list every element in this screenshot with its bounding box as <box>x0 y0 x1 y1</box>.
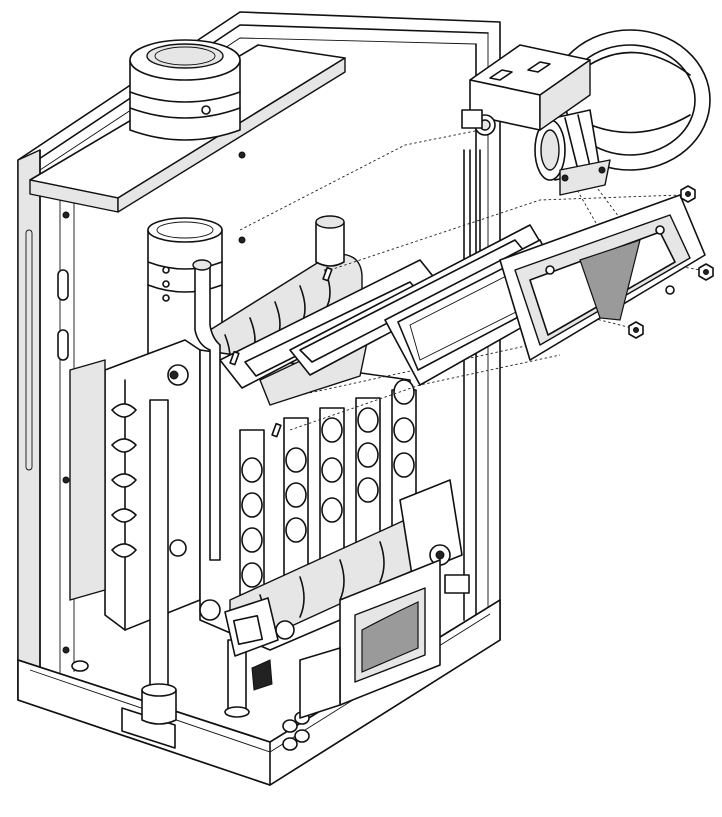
studs <box>229 266 333 438</box>
fixing-nuts <box>628 185 714 339</box>
fixing-nut <box>628 321 644 339</box>
pump <box>167 364 295 657</box>
fixing-nut <box>698 263 714 281</box>
pipework <box>141 259 273 725</box>
gas-valve <box>399 479 470 594</box>
burner-door <box>499 194 706 361</box>
tube-ovals <box>241 379 415 588</box>
control-box <box>299 559 441 719</box>
flue-outlet <box>29 39 346 244</box>
fan-burner-assembly <box>461 29 711 196</box>
fixing-nut <box>680 185 696 203</box>
